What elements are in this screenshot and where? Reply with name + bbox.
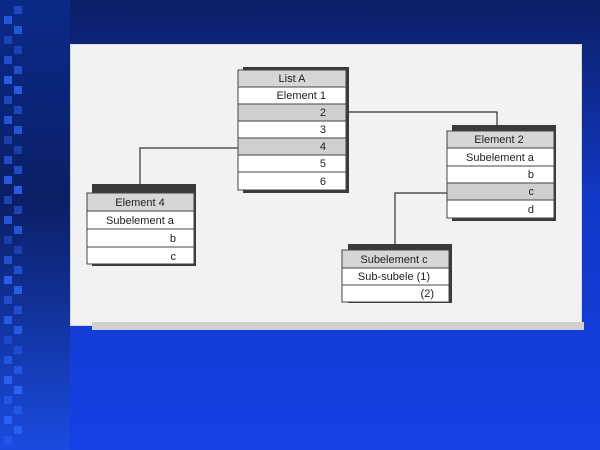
sidebar-square xyxy=(4,396,12,404)
box-subelement-c: Subelement c Sub-subele (1) (2) xyxy=(341,244,452,303)
list-row-text: Subelement a xyxy=(106,215,175,227)
sidebar-square xyxy=(4,16,12,24)
box-element-2: Element 2 Subelement a b c d xyxy=(446,125,556,221)
list-row-text: 3 xyxy=(320,124,326,136)
list-row-text: b xyxy=(528,169,534,181)
sidebar-square xyxy=(4,196,12,204)
sidebar-square xyxy=(14,246,22,254)
list-row xyxy=(237,120,347,139)
list-row xyxy=(237,137,347,156)
list-row-text: c xyxy=(171,251,177,263)
sidebar-square xyxy=(14,306,22,314)
sidebar-square xyxy=(4,276,12,284)
list-row-text: Sub-subele (1) xyxy=(358,271,430,283)
sidebar-square xyxy=(4,56,12,64)
list-row-text: d xyxy=(528,204,534,216)
list-row-text: 5 xyxy=(320,158,326,170)
list-row-text: 6 xyxy=(320,176,326,188)
sidebar-square xyxy=(14,46,22,54)
connector-list-a-to-element-4 xyxy=(139,147,240,186)
sidebar-square xyxy=(14,426,22,434)
list-row xyxy=(86,246,195,265)
list-row-text: 4 xyxy=(320,141,326,153)
box-list-a: List A Element 1 2 3 4 5 6 xyxy=(237,67,349,193)
sidebar-square xyxy=(14,206,22,214)
sidebar-square xyxy=(14,26,22,34)
sidebar-square xyxy=(4,216,12,224)
list-row xyxy=(237,103,347,122)
list-row-text: b xyxy=(170,233,176,245)
sidebar-square xyxy=(14,366,22,374)
list-row xyxy=(86,228,195,248)
sidebar-square xyxy=(4,256,12,264)
box-element-4: Element 4 Subelement a b c xyxy=(86,184,196,266)
box-title: Subelement c xyxy=(360,254,428,266)
box-title: Element 4 xyxy=(115,197,165,209)
sidebar-square xyxy=(14,286,22,294)
list-row-text: Element 1 xyxy=(276,90,326,102)
connector-lines xyxy=(139,111,498,246)
sidebar-square xyxy=(4,316,12,324)
figure-bottom-shadow xyxy=(92,322,584,330)
sidebar-square xyxy=(4,76,12,84)
box-title: List A xyxy=(279,73,307,85)
connector-list-a-to-element-2 xyxy=(347,111,498,128)
sidebar-square xyxy=(4,236,12,244)
sidebar-square xyxy=(14,106,22,114)
sidebar-square xyxy=(14,186,22,194)
sidebar-square xyxy=(14,166,22,174)
sidebar-square xyxy=(14,346,22,354)
box-title: Element 2 xyxy=(474,134,524,146)
sidebar-square xyxy=(4,36,12,44)
sidebar-square xyxy=(14,86,22,94)
list-row xyxy=(237,154,347,173)
list-row xyxy=(446,165,555,184)
sidebar-square xyxy=(14,66,22,74)
list-row-text: c xyxy=(529,186,535,198)
list-row xyxy=(446,182,555,201)
sidebar-square xyxy=(14,146,22,154)
list-row xyxy=(341,284,450,303)
sidebar-square xyxy=(4,156,12,164)
sidebar-square xyxy=(4,136,12,144)
sidebar-square xyxy=(4,356,12,364)
sidebar-square xyxy=(14,226,22,234)
sidebar-square xyxy=(4,116,12,124)
sidebar-square xyxy=(4,296,12,304)
list-row-text: Subelement a xyxy=(466,152,535,164)
list-row-text: (2) xyxy=(421,288,434,300)
sidebar-square xyxy=(4,376,12,384)
connector-element-2-to-subelement-c xyxy=(394,192,447,246)
sidebar-square xyxy=(4,436,12,444)
sidebar-square xyxy=(14,386,22,394)
sidebar-square xyxy=(14,326,22,334)
sidebar-square xyxy=(4,96,12,104)
left-sidebar-decoration xyxy=(0,0,70,450)
sidebar-square xyxy=(4,416,12,424)
list-row-text: 2 xyxy=(320,107,326,119)
sidebar-square xyxy=(14,126,22,134)
list-row xyxy=(446,199,555,219)
sidebar-square xyxy=(4,336,12,344)
sidebar-square xyxy=(14,266,22,274)
sidebar-square xyxy=(4,176,12,184)
list-row xyxy=(237,171,347,191)
sidebar-square xyxy=(14,406,22,414)
sidebar-square xyxy=(14,6,22,14)
